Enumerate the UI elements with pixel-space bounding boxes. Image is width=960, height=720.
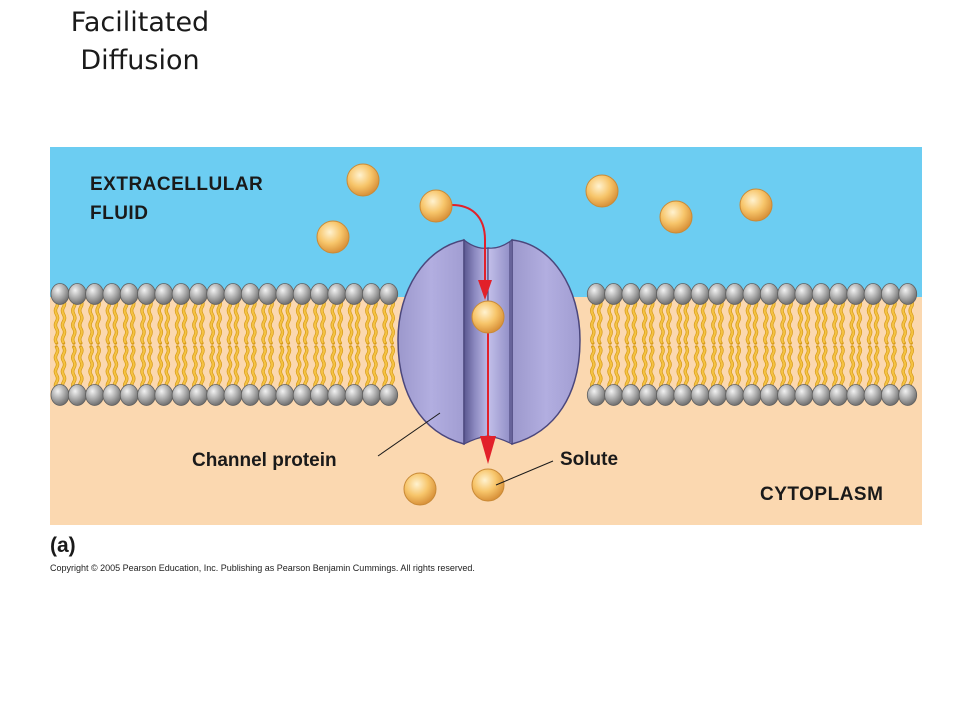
arrow-entry-head xyxy=(478,280,492,300)
arrow-exit-head xyxy=(480,436,496,464)
phospholipid xyxy=(50,283,70,406)
phospholipid xyxy=(102,283,122,406)
phospholipid xyxy=(846,283,866,406)
phospholipid xyxy=(240,283,260,406)
phospholipid xyxy=(67,283,87,406)
phospholipid xyxy=(275,283,295,406)
phospholipid xyxy=(811,283,831,406)
solute-molecule xyxy=(739,188,773,222)
solute-molecule xyxy=(659,200,693,234)
extracellular-fluid-label: EXTRACELLULAR FLUID xyxy=(90,170,263,228)
phospholipid xyxy=(794,283,814,406)
phospholipid xyxy=(188,283,208,406)
solute-molecule xyxy=(585,174,619,208)
phospholipid-bilayer xyxy=(50,283,918,406)
phospholipid xyxy=(379,283,399,406)
solute-molecule xyxy=(346,163,380,197)
title-line-1: Facilitated xyxy=(70,7,210,38)
channel-protein xyxy=(397,238,581,445)
panel-letter: (a) xyxy=(50,534,76,557)
solute-molecules xyxy=(316,163,773,506)
phospholipid xyxy=(881,283,900,406)
phospholipid xyxy=(327,283,347,406)
phospholipid xyxy=(119,283,139,406)
solute-label: Solute xyxy=(560,449,619,470)
phospholipid xyxy=(310,283,329,406)
channel-protein-leader-line xyxy=(377,412,441,457)
phospholipid xyxy=(759,283,779,406)
phospholipid xyxy=(137,283,156,406)
phospholipid xyxy=(292,283,312,406)
solute-molecule xyxy=(419,189,453,223)
phospholipid xyxy=(690,283,710,406)
phospholipid xyxy=(829,283,848,406)
phospholipid xyxy=(361,283,381,406)
extracellular-label-line-1: EXTRACELLULAR xyxy=(90,174,264,195)
phospholipid xyxy=(206,283,226,406)
phospholipid xyxy=(898,283,918,406)
phospholipid xyxy=(673,283,693,406)
phospholipid xyxy=(708,283,727,406)
phospholipid xyxy=(223,283,243,406)
solute-molecule xyxy=(316,220,350,254)
phospholipid xyxy=(344,283,364,406)
phospholipid xyxy=(258,283,278,406)
solute-molecule xyxy=(471,468,505,502)
title-line-2: Diffusion xyxy=(80,45,200,76)
channel-protein-right-half xyxy=(511,239,581,445)
extracellular-label-line-2: FLUID xyxy=(90,203,149,224)
cytoplasm-label: CYTOPLASM xyxy=(760,484,884,505)
channel-protein-label: Channel protein xyxy=(192,450,337,471)
phospholipid xyxy=(656,283,675,406)
solute-molecule xyxy=(471,300,505,334)
phospholipid xyxy=(154,283,174,406)
phospholipid xyxy=(742,283,762,406)
solute-leader-line xyxy=(495,460,554,486)
channel-pore-right-wall xyxy=(487,238,513,445)
copyright-notice: Copyright © 2005 Pearson Education, Inc.… xyxy=(50,563,475,573)
phospholipid xyxy=(586,283,606,406)
phospholipid xyxy=(863,283,883,406)
phospholipid xyxy=(85,283,104,406)
phospholipid xyxy=(725,283,745,406)
slide-title: Facilitated Diffusion xyxy=(40,4,240,80)
phospholipid xyxy=(621,283,641,406)
arrow-entry-curve xyxy=(451,204,486,285)
channel-protein-left-half xyxy=(397,239,465,445)
phospholipid xyxy=(777,283,796,406)
phospholipid xyxy=(638,283,658,406)
diffusion-arrow xyxy=(451,204,496,464)
phospholipid xyxy=(604,283,623,406)
solute-molecule xyxy=(403,472,437,506)
